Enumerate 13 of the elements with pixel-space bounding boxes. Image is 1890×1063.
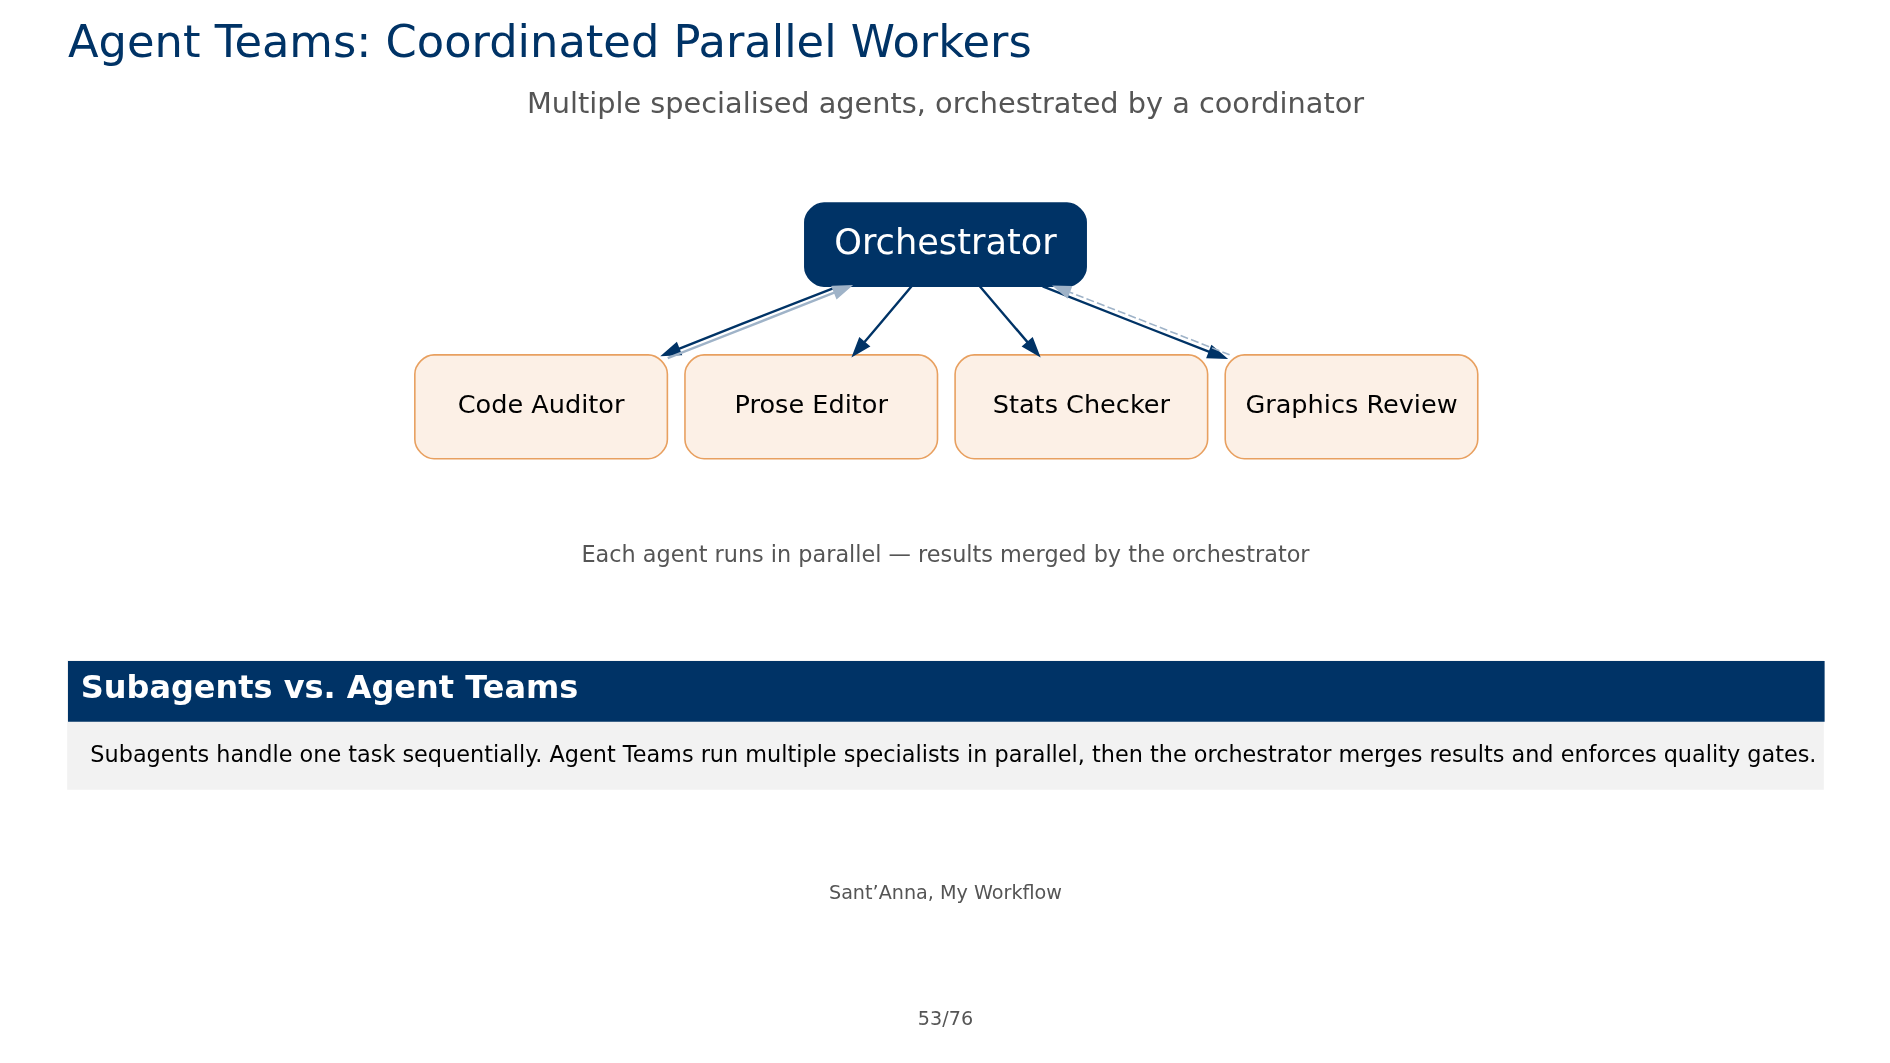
node-box: Orchestrator bbox=[803, 202, 1087, 287]
arrow bbox=[850, 285, 913, 358]
label: Multiple specialised agents, orchestrated by a coordinator bbox=[526, 85, 1364, 120]
diagram-title: Agent Teams: Coordinated Parallel Workers bbox=[67, 14, 1032, 68]
label: Each agent runs in parallel — results merged by the orchestrator bbox=[580, 541, 1310, 568]
node-box: Code Auditor bbox=[413, 354, 668, 460]
node-box: Graphics Review bbox=[1223, 354, 1479, 460]
arrow bbox=[666, 284, 853, 360]
arrow bbox=[978, 285, 1041, 358]
label: 53/76 bbox=[917, 1006, 973, 1030]
label: Sant’Anna, My Workflow bbox=[828, 880, 1062, 904]
node-box: Stats Checker bbox=[953, 354, 1208, 460]
node-box: Prose Editor bbox=[683, 354, 938, 460]
